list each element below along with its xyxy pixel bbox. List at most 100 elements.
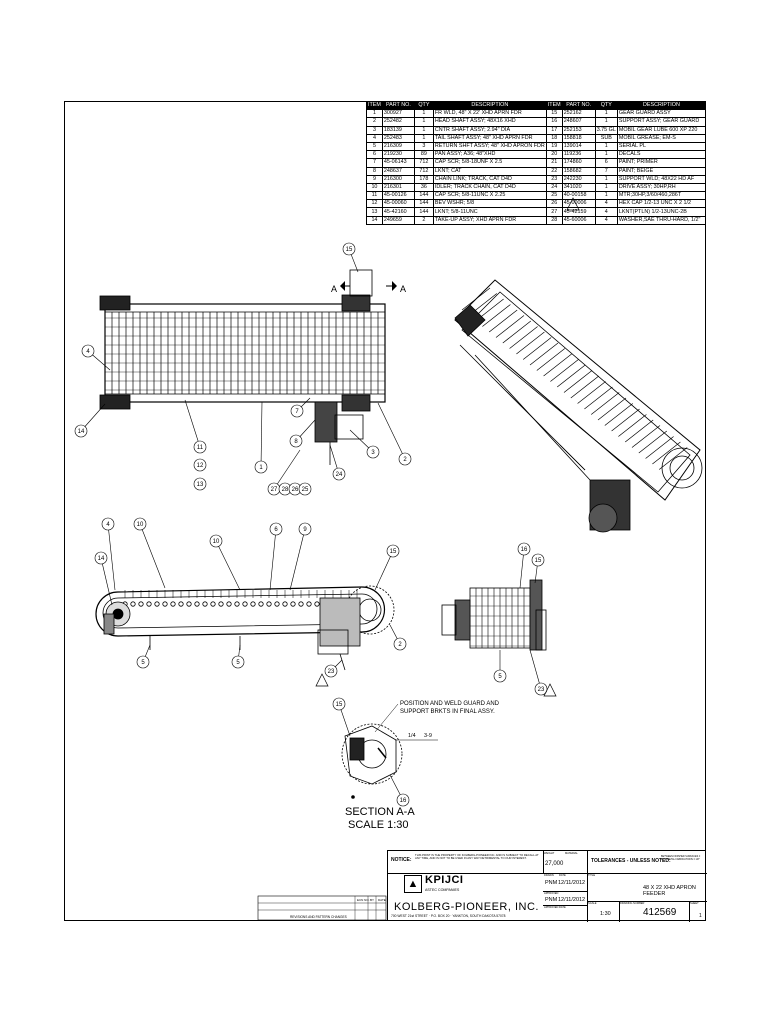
callout-number: 6 (274, 527, 278, 533)
tolerance-detail: BETWEEN FINISHED SURFACES ± 1/16" METAL … (661, 855, 701, 861)
sheet-number: 1 (699, 913, 702, 919)
title-block: NOTICE: THIS PRINT IS THE PROPERTY OF KO… (387, 850, 707, 922)
bom-description: TAKE-UP ASSY; XHD APRN FDR (432, 215, 547, 225)
section-mark-right: A (400, 284, 406, 294)
date-label-1: DATE (559, 874, 566, 877)
callout-number: 24 (336, 472, 343, 478)
drawn-by: PNM (545, 880, 558, 886)
callout-balloon (493, 669, 507, 683)
callout-number: 5 (498, 674, 502, 680)
callout-number: 11 (197, 445, 204, 451)
callout-balloon (386, 544, 400, 558)
tolerances-label: TOLERANCES - UNLESS NOTED: (591, 858, 671, 864)
callout-number: 16 (400, 798, 407, 804)
callout-balloon (298, 522, 312, 536)
callout-number: 27 (271, 487, 278, 493)
bom-qty: 4 (594, 215, 618, 225)
callout-number: 3 (371, 450, 375, 456)
callout-number: 2 (398, 642, 402, 648)
weld-note-line-2: SUPPORT BRKTS IN FINAL ASSY. (400, 709, 495, 715)
callout-number: 16 (521, 547, 528, 553)
bom-header-row: ITEM PART NO. QTY DESCRIPTION ITEM PART … (366, 100, 707, 111)
drawing-title: 48 X 22 XHD APRON FEEDER (643, 885, 696, 897)
scale-label: SCALE (588, 902, 597, 905)
drawing-number: 412569 (643, 907, 677, 918)
callout-balloon (231, 655, 245, 669)
side-elevation-view (95, 585, 395, 671)
callout-balloon (393, 637, 407, 651)
bom-description: WASHER,SAE THRU-HARD, 1/2" (616, 215, 707, 225)
notice-text: THIS PRINT IS THE PROPERTY OF KOLBERG-PI… (415, 853, 539, 861)
weight-value: 27,000 (545, 861, 564, 867)
callout-balloon (366, 445, 380, 459)
callout-number: 10 (137, 522, 144, 528)
callout-balloon (298, 482, 312, 496)
rev-date-label: DATE (378, 898, 386, 902)
callout-number: 14 (78, 429, 85, 435)
callout-balloon (398, 452, 412, 466)
callout-balloon (290, 404, 304, 418)
callout-balloon (254, 460, 268, 474)
callout-number: 4 (106, 522, 110, 528)
callout-number: 28 (282, 487, 289, 493)
rev-by-label: BY (370, 898, 374, 902)
checked-date: 12/11/2012 (558, 897, 586, 903)
logo-text: KPIJCI (425, 874, 464, 886)
callout-number: 26 (292, 487, 299, 493)
weight-label: WEIGHT (544, 852, 555, 855)
callout-number: 9 (303, 527, 307, 533)
section-a-a-view (341, 723, 403, 785)
company-name: KOLBERG-PIONEER, INC. (394, 901, 539, 913)
drawing-number-label: DRAWING NUMBER (620, 902, 645, 905)
material-label: MATERIAL (565, 852, 578, 855)
isometric-view (454, 279, 703, 533)
top-plan-view (99, 269, 386, 465)
callout-number: 12 (197, 463, 204, 469)
callout-number: 25 (302, 487, 309, 493)
rev-ecn-label: ECN NO. (357, 898, 370, 902)
revision-footer: REVISIONS AND PATTERN CHANGES (290, 915, 347, 919)
callout-number: 5 (236, 660, 240, 666)
weld-length: 3-9 (424, 733, 432, 739)
weld-note-line-1: POSITION AND WELD GUARD AND (400, 701, 500, 707)
callout-number: 23 (538, 687, 545, 693)
callout-balloon (289, 434, 303, 448)
callout-number: 1 (259, 465, 263, 471)
section-marker-a: A A (331, 281, 406, 294)
callout-number: 15 (535, 558, 542, 564)
callout-balloon (193, 458, 207, 472)
callout-balloon (531, 553, 545, 567)
bom-qty: 2 (413, 215, 434, 225)
title-label: TITLE (588, 874, 596, 877)
callout-number: 7 (295, 409, 299, 415)
end-view (441, 579, 547, 651)
callout-balloon (101, 517, 115, 531)
section-title: SECTION A-A (345, 806, 415, 818)
callout-number: 23 (328, 669, 335, 675)
callout-number: 5 (141, 660, 145, 666)
callout-balloon (534, 682, 548, 696)
callout-balloon (133, 517, 147, 531)
callout-balloon (193, 477, 207, 491)
section-mark-left: A (331, 284, 337, 294)
section-scale: SCALE 1:30 (348, 819, 409, 831)
callout-balloon (342, 242, 356, 256)
callout-number: 8 (294, 439, 298, 445)
callout-balloon (517, 542, 531, 556)
checked-by: PNM (545, 897, 558, 903)
notice-label: NOTICE: (391, 857, 412, 863)
scale-value: 1:30 (600, 911, 611, 917)
callout-balloon (94, 551, 108, 565)
callout-balloon (396, 793, 410, 807)
bill-of-materials-table: ITEM PART NO. QTY DESCRIPTION ITEM PART … (366, 100, 707, 225)
checked-label: APPROVED (544, 892, 559, 895)
logo-subtitle: ASTEC COMPANIES (425, 888, 460, 892)
callout-balloon (193, 440, 207, 454)
revision-triangles (315, 197, 580, 697)
